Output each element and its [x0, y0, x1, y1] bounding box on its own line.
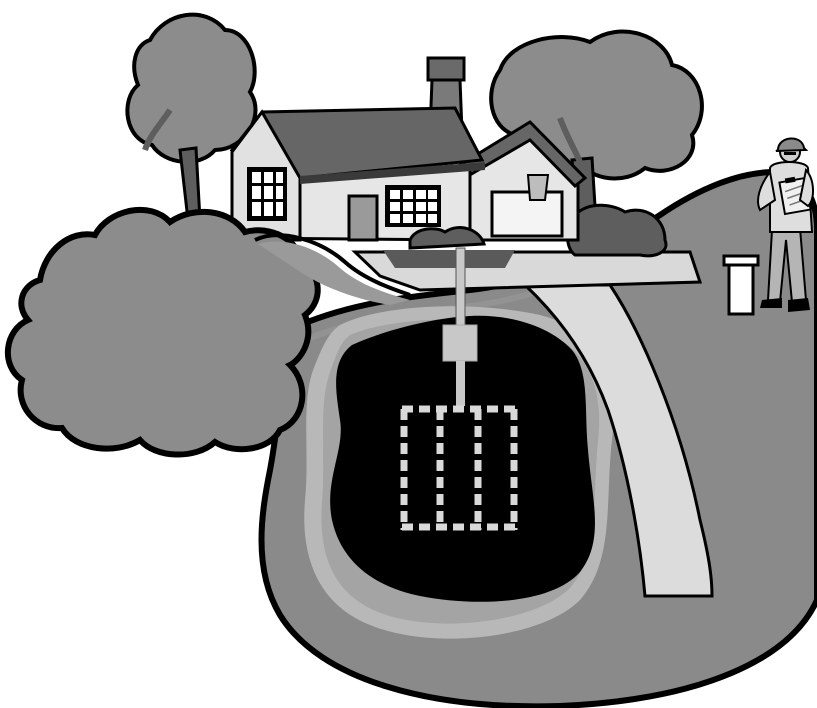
front-door: [349, 196, 377, 240]
window-gable: [248, 168, 286, 220]
outlet-pipe: [456, 361, 465, 406]
house: [232, 108, 485, 248]
inlet-pipe: [456, 248, 465, 326]
house-shadow: [383, 250, 515, 268]
inspection-port: [724, 256, 758, 314]
septic-tank: [443, 325, 477, 361]
window-front: [386, 186, 440, 226]
hedge-right: [568, 205, 666, 256]
shrub-front: [410, 228, 484, 248]
